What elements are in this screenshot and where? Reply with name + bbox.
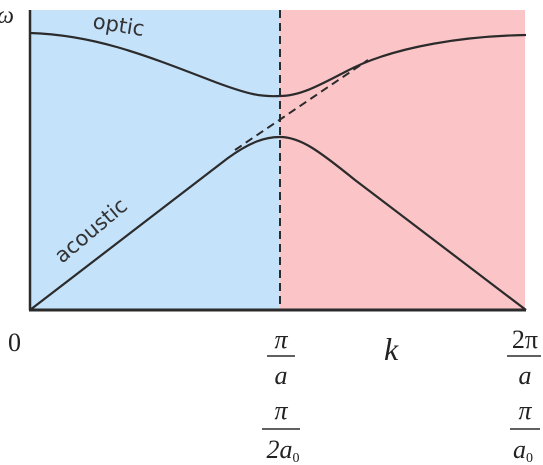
- tick-mid-top-numerator: π: [274, 325, 288, 354]
- tick-right-top-denominator: a: [519, 361, 532, 390]
- tick-label-mid: π a π 2a0: [262, 325, 300, 465]
- linear-extension-dashed: [234, 59, 369, 151]
- tick-label-right: 2π a π a0: [507, 325, 541, 465]
- tick-mid-bottom-subscript: 0: [293, 451, 300, 465]
- tick-right-top-numerator: 2π: [512, 325, 538, 354]
- tick-right-bottom-numerator: π: [518, 396, 532, 425]
- tick-right-bottom-subscript: 0: [526, 451, 533, 465]
- y-axis-label: ω: [0, 3, 14, 29]
- region-right: [280, 10, 525, 310]
- tick-mid-bottom-numerator: π: [274, 396, 288, 425]
- tick-mid-top-denominator: a: [275, 361, 288, 390]
- acoustic-branch-curve: [29, 135, 527, 311]
- tick-mid-bottom-denominator: 2a0: [267, 435, 300, 465]
- x-axis-label: k: [384, 331, 399, 367]
- optic-branch-curve: [29, 31, 527, 98]
- tick-right-bottom-denominator: a0: [513, 435, 533, 465]
- tick-label-origin: 0: [8, 328, 21, 357]
